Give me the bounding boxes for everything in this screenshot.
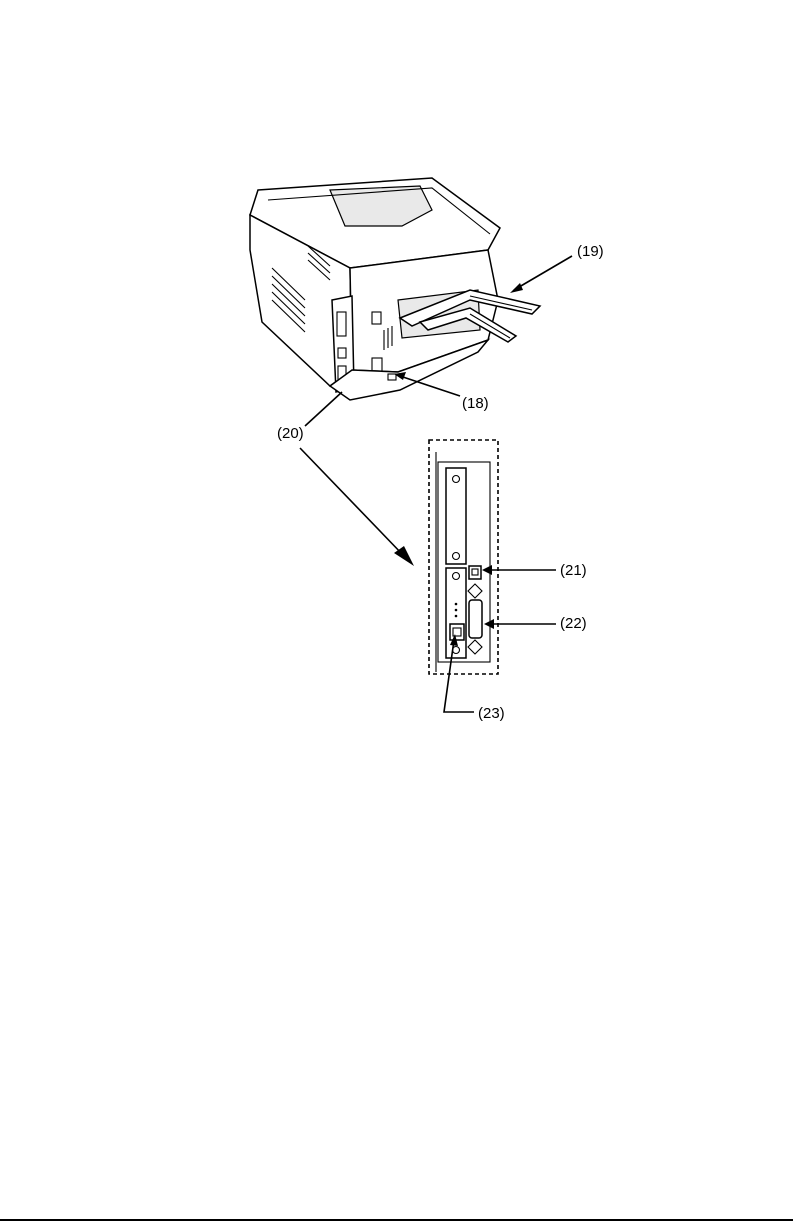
- callout-22: (22): [560, 615, 587, 632]
- interface-panel-detail: [429, 440, 498, 674]
- callout-18: (18): [462, 395, 489, 412]
- printer-illustration: [250, 178, 540, 400]
- footer-rule: [0, 1219, 793, 1221]
- callout-21: (21): [560, 562, 587, 579]
- callout-23: (23): [478, 705, 505, 722]
- callout-19: (19): [577, 243, 604, 260]
- leader-19: [514, 256, 572, 290]
- leader-20b: [300, 448, 404, 556]
- callout-20: (20): [277, 425, 304, 442]
- leader-20a: [305, 392, 342, 426]
